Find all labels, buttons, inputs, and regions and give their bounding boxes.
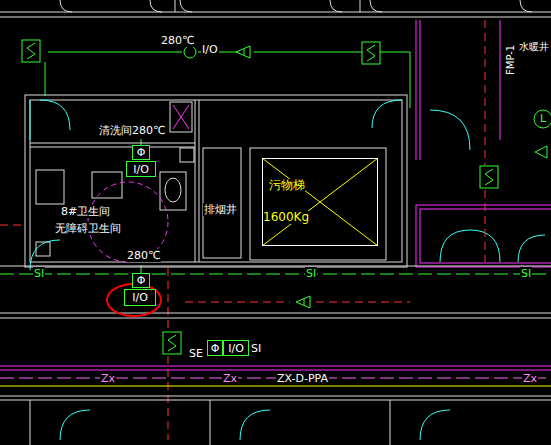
plan-label: 无障碍卫生间 xyxy=(54,222,122,235)
plan-label: SI xyxy=(250,342,262,355)
elevator-label: 1600Kg xyxy=(263,211,309,224)
plan-label: 280℃ xyxy=(126,249,161,262)
plan-label: 排烟井 xyxy=(203,203,238,216)
plan-label: ZX-D-PPA xyxy=(276,372,329,385)
tag-text: I/O xyxy=(132,291,148,304)
elevator-box: 污物梯 1600Kg xyxy=(262,158,378,246)
tag-text: Φ xyxy=(211,342,220,355)
plan-label: FMP-1 xyxy=(504,44,517,76)
plan-label: SI xyxy=(33,267,45,280)
plan-label: 水暖井 xyxy=(518,40,550,53)
plan-label: SI xyxy=(520,267,532,280)
plan-label: SI xyxy=(305,267,317,280)
damper-tag-box: I/O xyxy=(124,289,156,306)
elevator-label: 污物梯 xyxy=(269,179,305,192)
plan-label: Zx xyxy=(222,372,238,385)
damper-tag-box: Φ xyxy=(207,340,223,356)
damper-tag-box: Φ xyxy=(132,273,150,288)
plan-label: 清洗间280℃ xyxy=(98,124,166,137)
plan-label: I/O xyxy=(201,43,219,56)
damper-tag-box: I/O xyxy=(223,340,249,356)
plan-label: Zx xyxy=(100,372,116,385)
plan-label: 280℃ xyxy=(160,34,195,47)
plan-label: SE xyxy=(188,347,204,360)
tag-text: I/O xyxy=(133,163,149,176)
plan-label: Zx xyxy=(522,372,538,385)
tag-text: I/O xyxy=(228,342,244,355)
damper-tag-box: Φ xyxy=(132,145,150,160)
plan-label: L xyxy=(539,112,547,125)
tag-text: Φ xyxy=(137,274,146,287)
plan-label: 8#卫生间 xyxy=(60,205,111,218)
damper-tag-box: I/O xyxy=(126,161,156,177)
tag-text: Φ xyxy=(137,146,146,159)
